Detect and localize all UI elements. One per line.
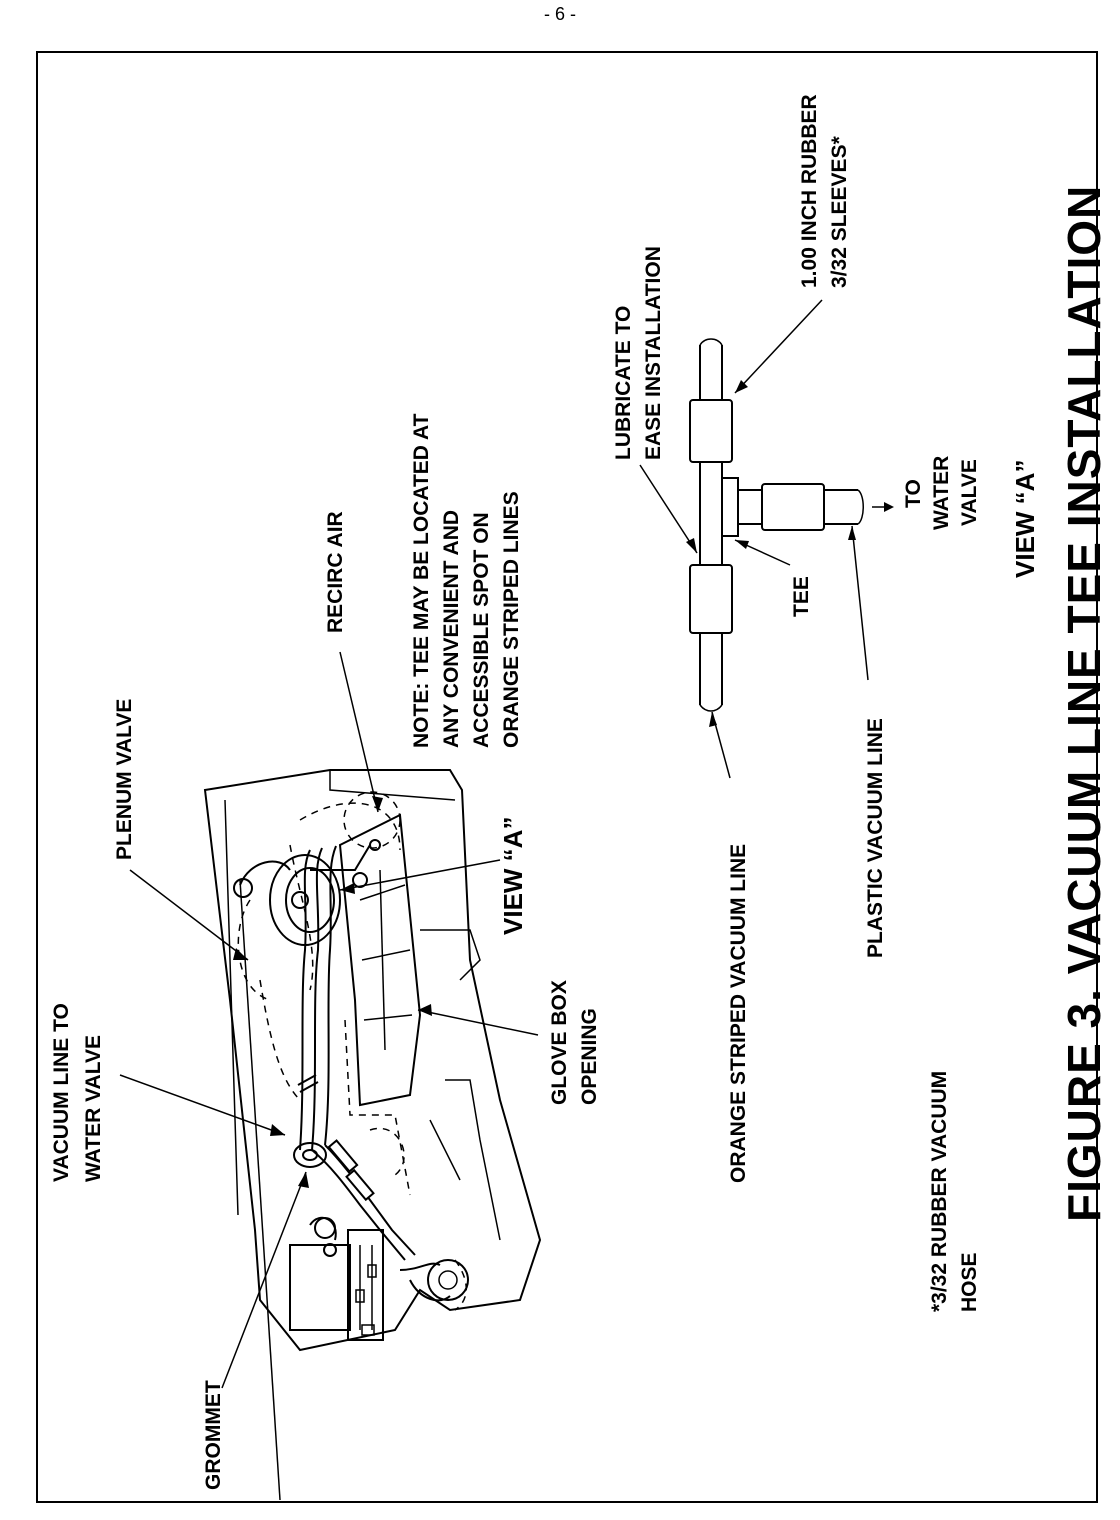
label-recirc-air: RECIRC AIR bbox=[324, 511, 347, 633]
label-plastic-vacuum-line: PLASTIC VACUUM LINE bbox=[864, 718, 887, 958]
label-sleeves: 1.00 INCH RUBBER 3/32 SLEEVES* bbox=[798, 88, 851, 288]
label-vacuum-line-to-water-valve: VACUUM LINE TO WATER VALVE bbox=[50, 997, 105, 1182]
figure-border bbox=[36, 51, 1098, 1503]
label-view-a-detail: VIEW “A” bbox=[1010, 460, 1040, 578]
label-note: NOTE: TEE MAY BE LOCATED AT ANY CONVENIE… bbox=[410, 408, 523, 748]
label-to-water-valve: TO WATER VALVE bbox=[902, 450, 981, 530]
label-view-a-pointer: VIEW “A” bbox=[498, 817, 528, 935]
page-number: - 6 - bbox=[543, 4, 576, 24]
figure-title: FIGURE 3. VACUUM LINE TEE INSTALLATION bbox=[1058, 185, 1110, 1222]
label-plenum-valve: PLENUM VALVE bbox=[113, 699, 136, 860]
left-annotation-arrows bbox=[119, 651, 539, 1389]
label-rubber-vacuum-hose: *3/32 RUBBER VACUUM HOSE bbox=[928, 1065, 981, 1312]
label-tee: TEE bbox=[790, 576, 813, 617]
label-orange-striped-vacuum-line: ORANGE STRIPED VACUUM LINE bbox=[727, 844, 750, 1183]
label-grommet: GROMMET bbox=[202, 1380, 225, 1490]
label-lubricate: LUBRICATE TO EASE INSTALLATION bbox=[612, 246, 665, 460]
view-a-tee-detail bbox=[639, 299, 894, 779]
dashboard-illustration bbox=[203, 769, 542, 1501]
label-glove-box-opening: GLOVE BOX OPENING bbox=[548, 974, 601, 1105]
